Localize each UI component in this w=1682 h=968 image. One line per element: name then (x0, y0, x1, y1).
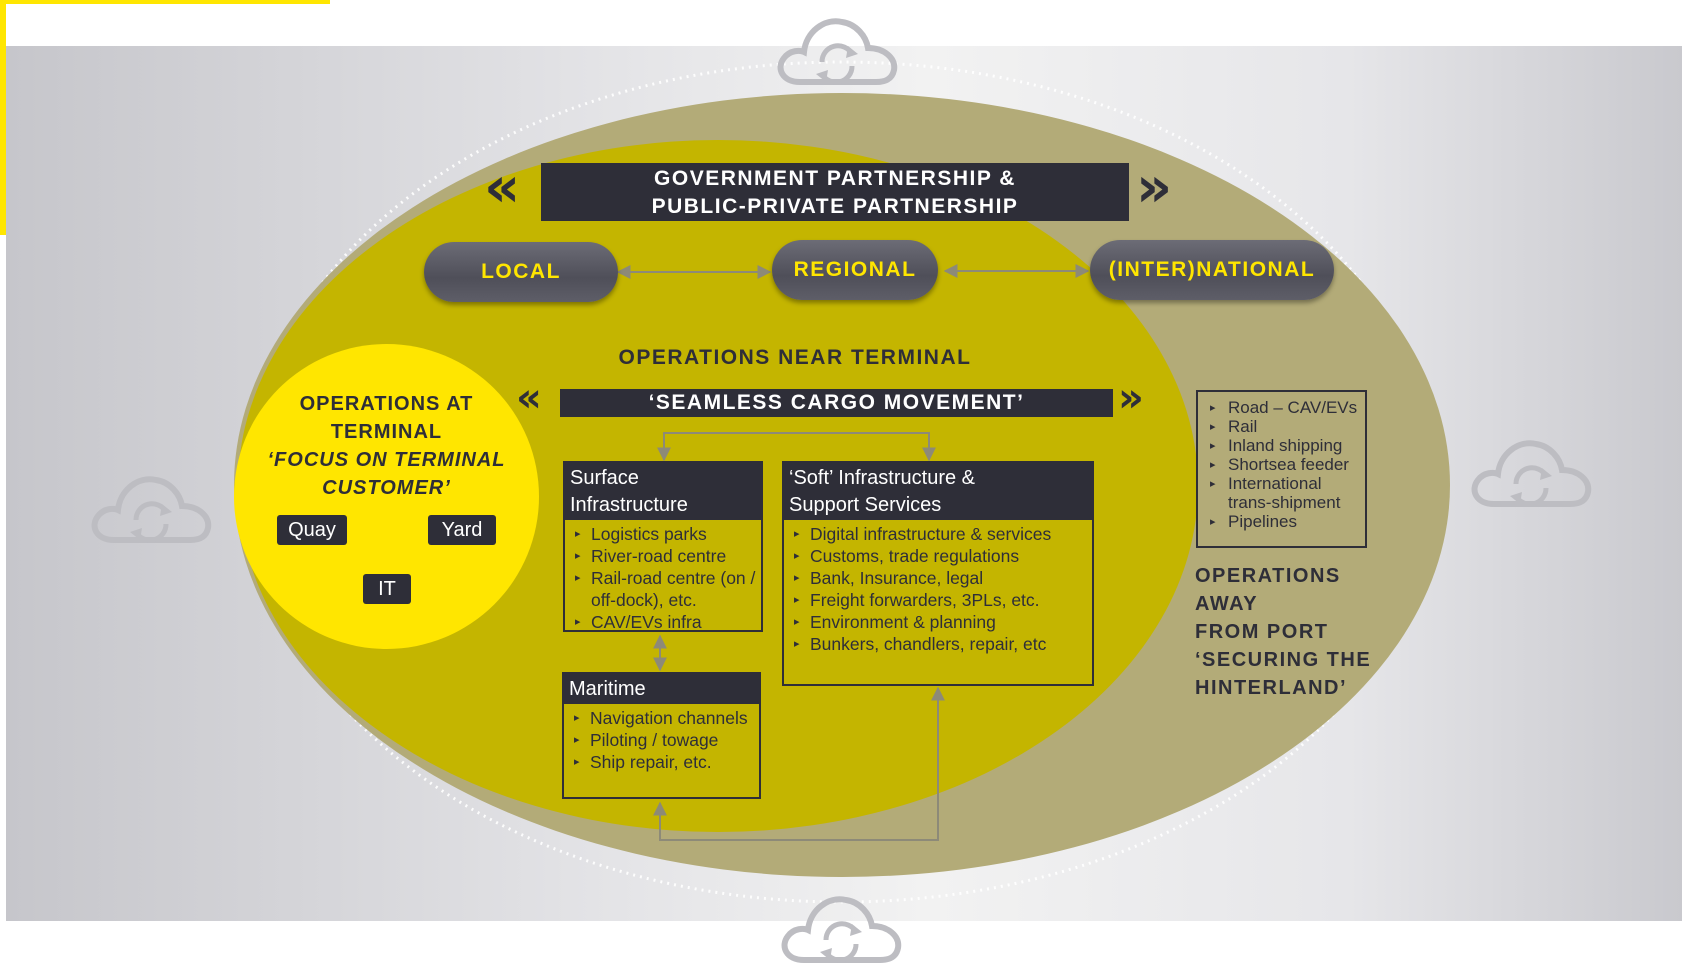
accent-edge (0, 0, 6, 235)
accent-bar (0, 0, 330, 4)
at-terminal-title: OPERATIONS AT TERMINAL ‘FOCUS ON TERMINA… (244, 390, 529, 502)
scope-local: LOCAL (424, 242, 618, 302)
box-title-line: Support Services (789, 494, 942, 516)
cloud-sync-icon (781, 896, 902, 963)
box-title-line: Surface (570, 467, 639, 489)
away-title-line: FROM PORT (1195, 621, 1329, 643)
list-item: Customs, trade regulations (790, 545, 1088, 567)
list-item: Rail-road centre (on / off-dock), etc. (571, 567, 757, 611)
box-title-line: ‘Soft’ Infrastructure & (789, 467, 975, 489)
maritime-soft-connector (653, 686, 945, 841)
cloud-sync-icon (777, 18, 898, 85)
maritime-box: Maritime Navigation channels Piloting / … (562, 672, 761, 799)
chevron-right-icon: » (1118, 375, 1144, 421)
seamless-connector (657, 432, 936, 462)
list-item: Piloting / towage (570, 729, 755, 751)
maritime-title: Maritime (564, 674, 759, 704)
list-item: Ship repair, etc. (570, 751, 755, 773)
scope-regional: REGIONAL (772, 240, 938, 300)
box-title-line: Infrastructure (570, 494, 688, 516)
list-item: Bunkers, chandlers, repair, etc (790, 633, 1088, 655)
chevron-left-icon: « (516, 375, 542, 421)
list-item: Navigation channels (570, 707, 755, 729)
chevron-left-icon: « (484, 155, 521, 220)
list-item: Bank, Insurance, legal (790, 567, 1088, 589)
at-terminal-line: OPERATIONS AT (299, 393, 474, 415)
it-node: IT (363, 574, 411, 604)
chevron-right-icon: » (1136, 155, 1173, 220)
soft-infrastructure-box: ‘Soft’ Infrastructure & Support Services… (782, 461, 1094, 686)
surface-infrastructure-box: Surface Infrastructure Logistics parks R… (563, 461, 763, 633)
list-item: Inland shipping (1208, 436, 1361, 455)
list-item: CAV/EVs infra (571, 611, 757, 633)
cloud-sync-icon (91, 476, 212, 543)
away-title-line: AWAY (1195, 593, 1259, 615)
list-item: River-road centre (571, 545, 757, 567)
at-terminal-line: TERMINAL (330, 421, 443, 443)
list-item: Freight forwarders, 3PLs, etc. (790, 589, 1088, 611)
soft-infrastructure-title: ‘Soft’ Infrastructure & Support Services (784, 463, 1092, 520)
at-terminal-line: ‘FOCUS ON TERMINAL (267, 449, 506, 471)
surface-infrastructure-title: Surface Infrastructure (565, 463, 761, 520)
away-title-line: HINTERLAND’ (1195, 677, 1348, 699)
list-item: International trans-shipment (1208, 474, 1361, 512)
government-partnership-banner: GOVERNMENT PARTNERSHIP & PUBLIC-PRIVATE … (541, 163, 1129, 221)
list-item: Logistics parks (571, 523, 757, 545)
banner-line: PUBLIC-PRIVATE PARTNERSHIP (651, 195, 1019, 218)
list-item: Digital infrastructure & services (790, 523, 1088, 545)
list-item: Pipelines (1208, 512, 1361, 531)
banner-line: GOVERNMENT PARTNERSHIP & (654, 167, 1016, 190)
quay-node: Quay (277, 515, 347, 545)
seamless-cargo-banner: ‘SEAMLESS CARGO MOVEMENT’ (560, 389, 1113, 417)
away-transport-list: Road – CAV/EVs Rail Inland shipping Shor… (1196, 390, 1367, 548)
cloud-sync-icon (1471, 440, 1592, 507)
list-item: Shortsea feeder (1208, 455, 1361, 474)
scope-international: (INTER)NATIONAL (1090, 240, 1334, 300)
away-title-line: ‘SECURING THE (1195, 649, 1372, 671)
at-terminal-line: CUSTOMER’ (322, 477, 451, 499)
yard-node: Yard (428, 515, 496, 545)
away-title-line: OPERATIONS (1195, 565, 1341, 587)
list-item: Rail (1208, 417, 1361, 436)
near-terminal-title: OPERATIONS NEAR TERMINAL (618, 346, 972, 369)
away-from-port-title: OPERATIONS AWAY FROM PORT ‘SECURING THE … (1195, 562, 1425, 702)
list-item: Environment & planning (790, 611, 1088, 633)
list-item: Road – CAV/EVs (1208, 398, 1361, 417)
